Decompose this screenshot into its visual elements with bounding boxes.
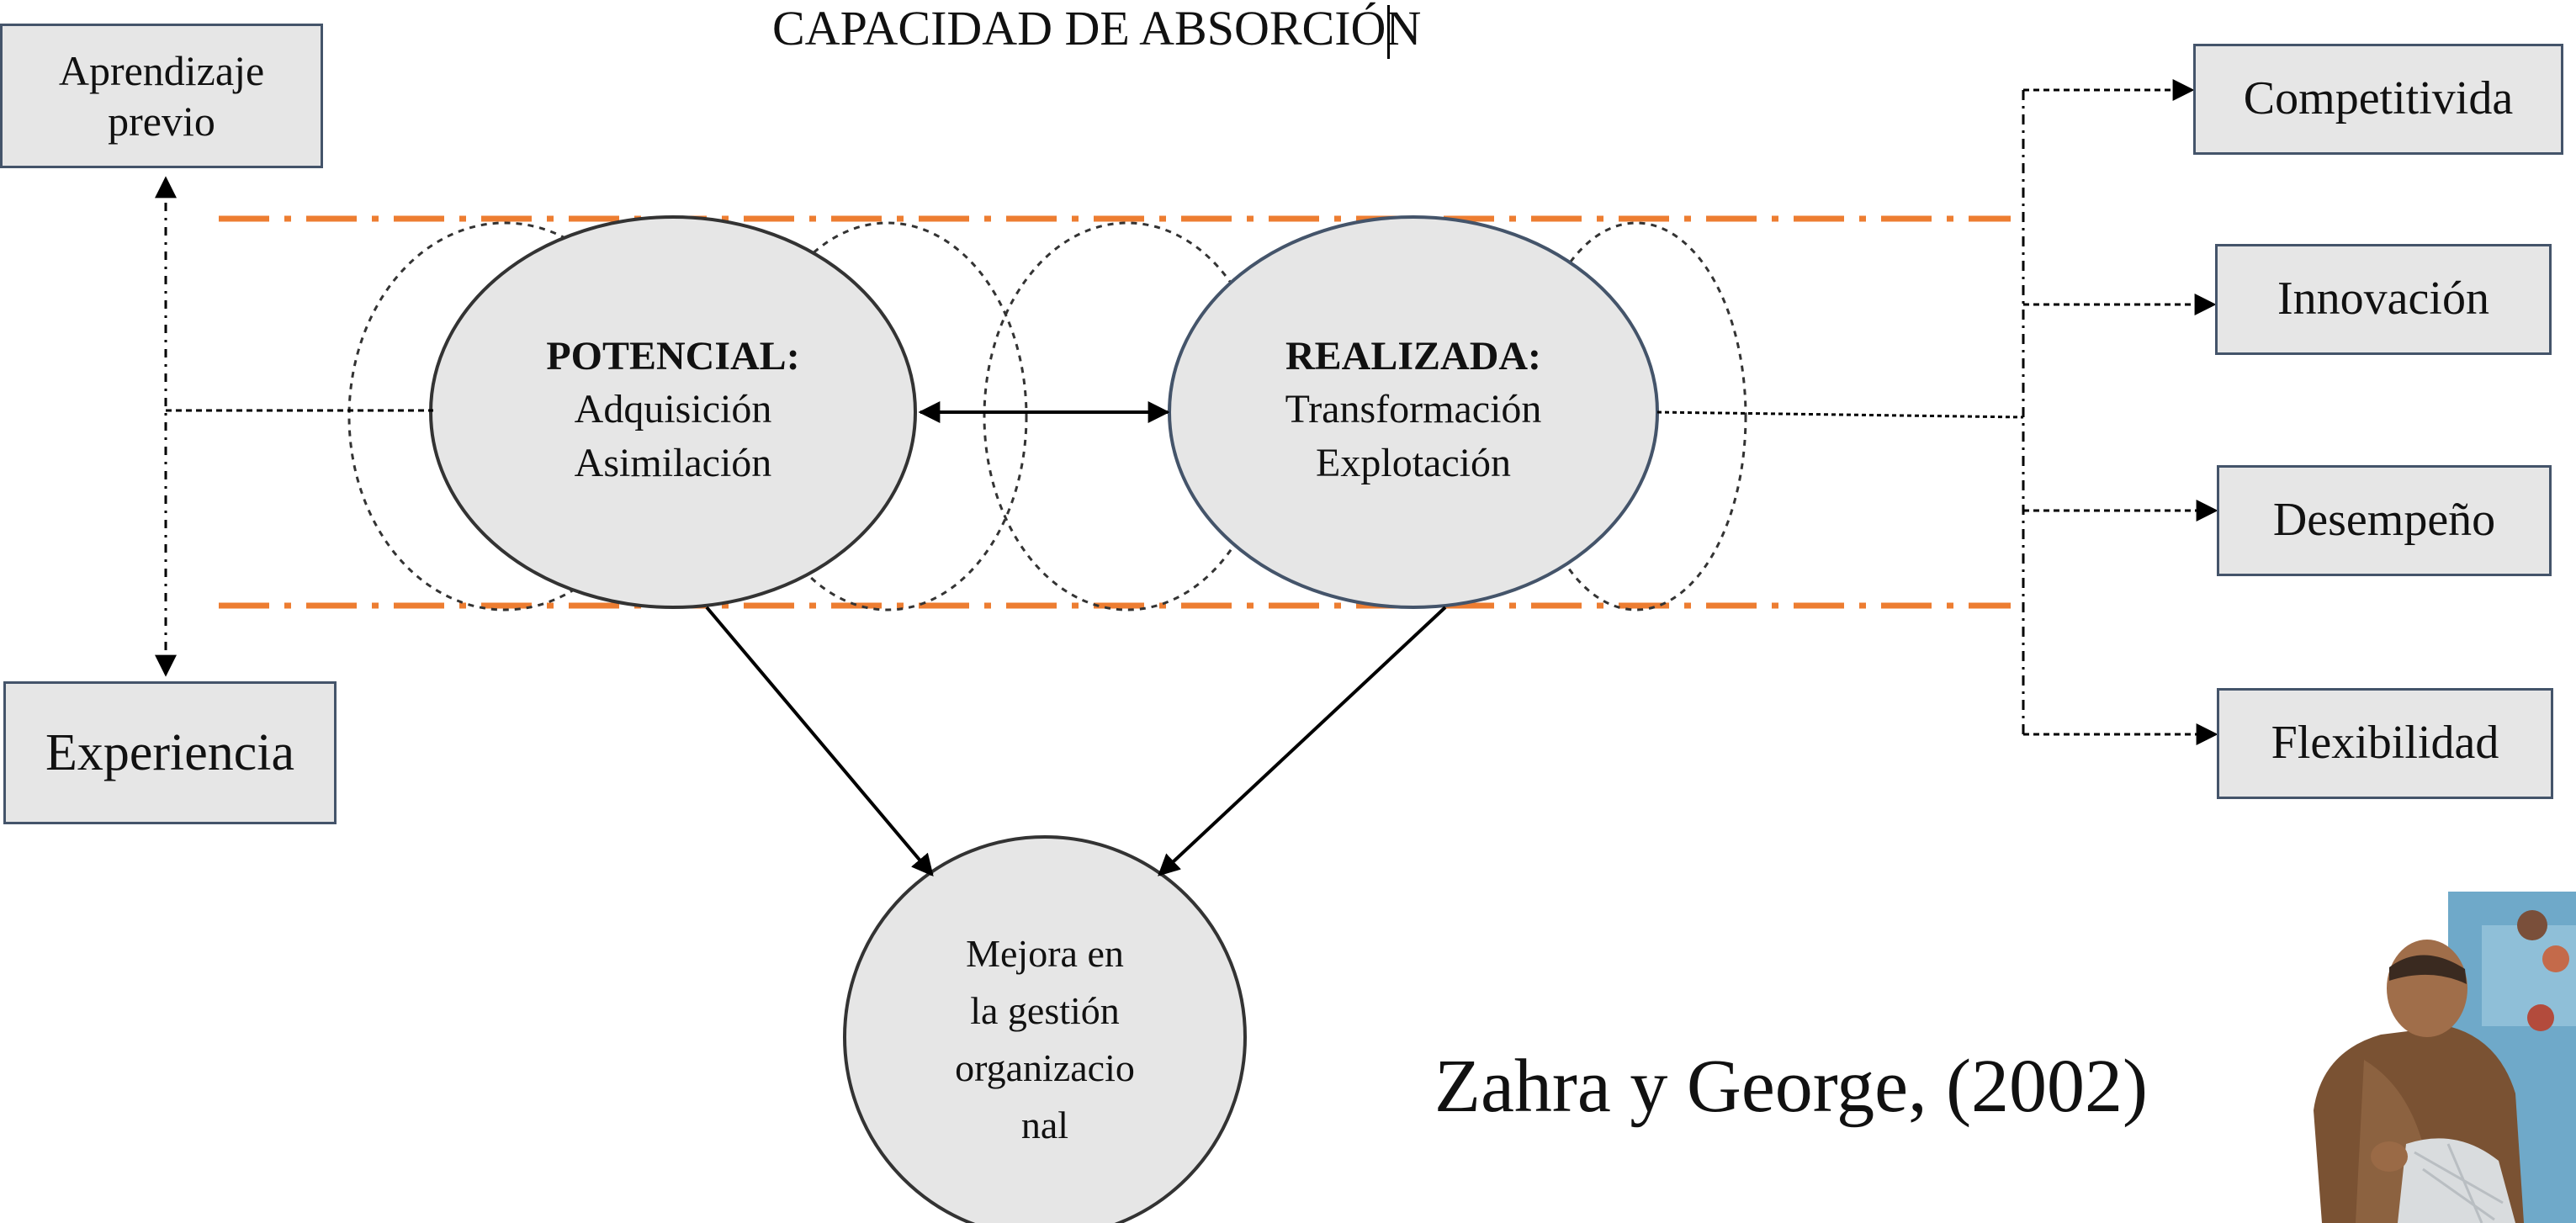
box-flexibilidad: Flexibilidad <box>2217 688 2553 799</box>
fisherman-illustration <box>2314 892 2576 1223</box>
box-desempeno: Desempeño <box>2217 465 2552 576</box>
outcome-text: Mejora en la gestión organizacio nal <box>893 925 1196 1154</box>
box-innovacion: Innovación <box>2215 244 2552 355</box>
potential-ellipse <box>429 215 917 609</box>
box-aprendizaje-previo-label: Aprendizaje previo <box>58 47 265 145</box>
fisherman-photo <box>2288 892 2576 1223</box>
potential-to-outcome-arrow <box>705 606 934 876</box>
outcome-line-1: Mejora en <box>966 932 1124 975</box>
box-flexibilidad-label: Flexibilidad <box>2271 717 2499 770</box>
outcome-circle <box>843 835 1247 1223</box>
diagram-title: CAPACIDAD DE ABSORCIÓN <box>772 1 1422 56</box>
outcome-line-4: nal <box>1020 1104 1069 1147</box>
realized-to-outputs-connector <box>1656 410 2024 419</box>
outcome-line-2: la gestión <box>970 989 1120 1033</box>
outcome-line-3: organizacio <box>955 1046 1135 1090</box>
box-desempeno-label: Desempeño <box>2272 494 2496 547</box>
realized-heading: REALIZADA: <box>1285 334 1542 379</box>
box-experiencia-label: Experiencia <box>45 723 295 781</box>
potential-heading: POTENCIAL: <box>546 334 800 379</box>
realized-to-outcome-arrow <box>1158 606 1447 876</box>
box-competitividad-label: Competitivida <box>2243 72 2514 125</box>
realized-line-1: Transformación <box>1285 387 1542 432</box>
box-aprendizaje-previo: Aprendizaje previo <box>0 24 323 168</box>
box-experiencia: Experiencia <box>3 681 337 824</box>
box-competitividad: Competitivida <box>2193 44 2563 155</box>
text-cursor <box>1387 5 1390 59</box>
realized-text: REALIZADA: Transformación Explotación <box>1211 330 1615 490</box>
realized-line-2: Explotación <box>1316 440 1511 485</box>
potential-line-1: Adquisición <box>574 387 772 432</box>
potential-text: POTENCIAL: Adquisición Asimilación <box>471 330 875 490</box>
potential-line-2: Asimilación <box>574 440 772 485</box>
citation-text: Zahra y George, (2002) <box>1434 1045 2149 1128</box>
box-innovacion-label: Innovación <box>2277 273 2489 326</box>
